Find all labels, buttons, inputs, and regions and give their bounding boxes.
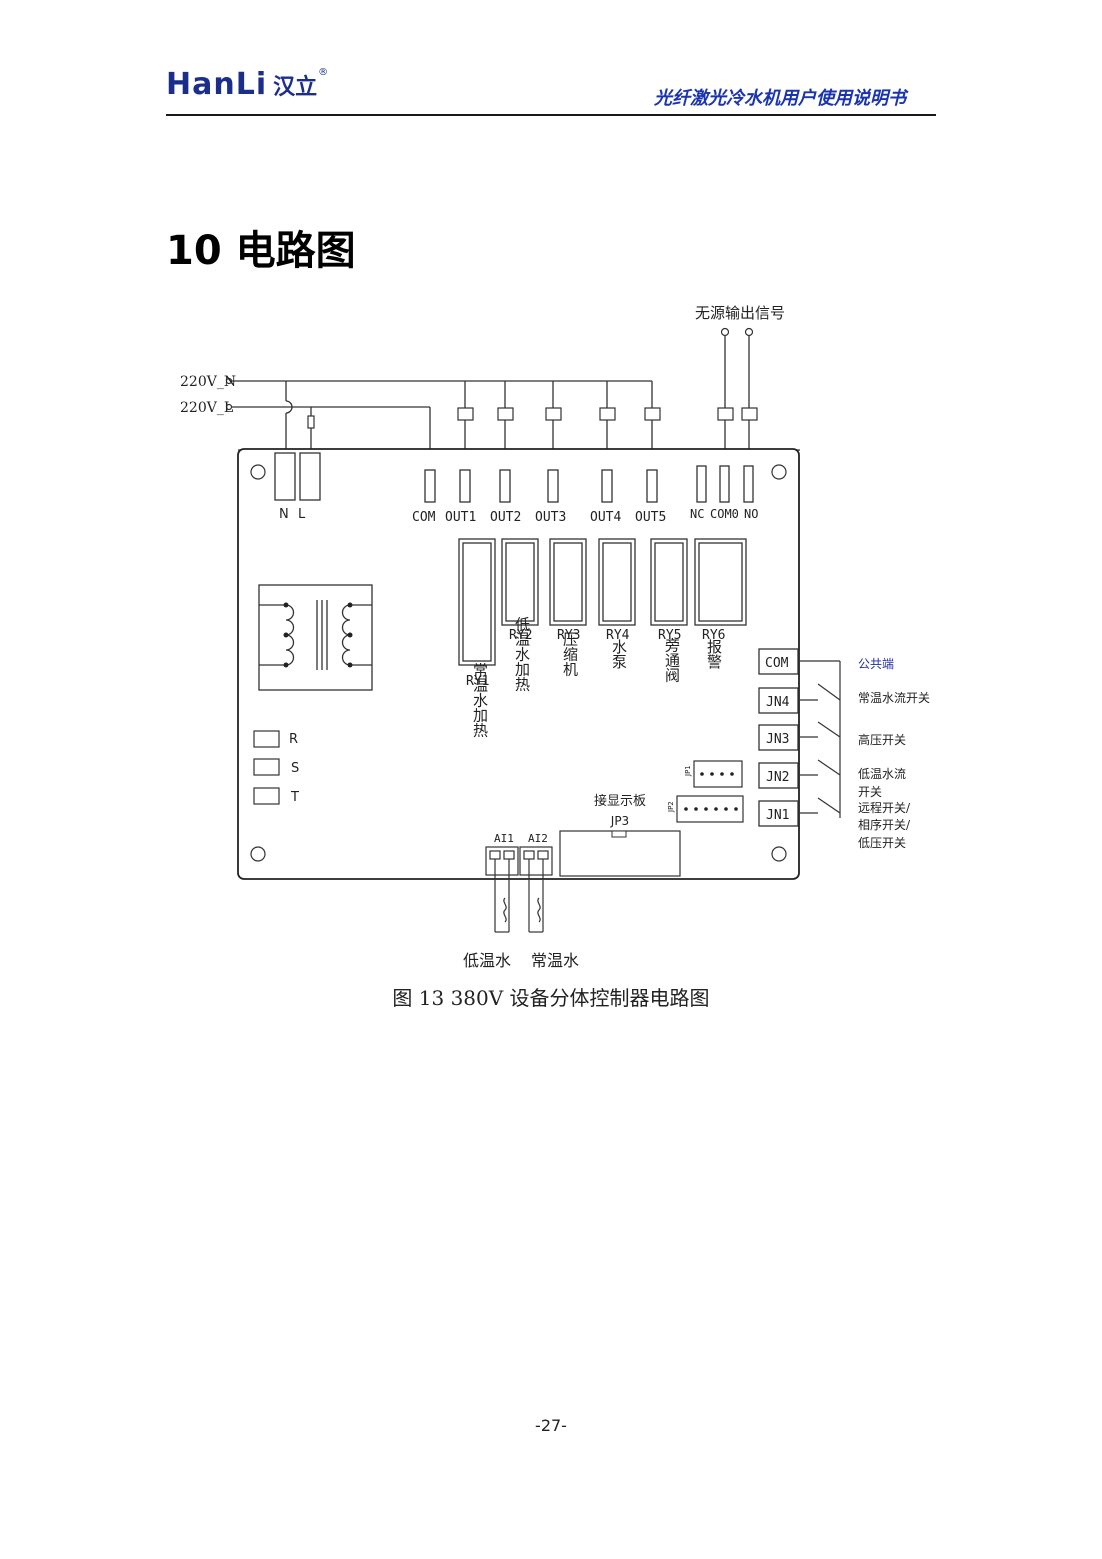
mounting-holes xyxy=(250,464,787,862)
phase-s-label: S xyxy=(291,761,299,776)
power-terminal-blocks xyxy=(274,452,321,501)
jp1-label: JP1 xyxy=(684,765,692,777)
registered-mark: ® xyxy=(318,67,329,78)
relay-ry1-function: 常温水加热 xyxy=(471,663,489,738)
transformer-dots xyxy=(283,602,353,668)
terminal-com-label: COM xyxy=(412,510,436,525)
logo-text-cn: 汉立 xyxy=(273,74,318,100)
logo-text-en: HanLi xyxy=(166,67,268,102)
jn2-function-line2: 开关 xyxy=(858,785,882,799)
document-title: 光纤激光冷水机用户使用说明书 xyxy=(654,88,906,109)
relay-ry2-label: RY2 xyxy=(509,628,532,643)
jn2-label: JN2 xyxy=(766,770,789,785)
sensor-low-temp-label: 低温水 xyxy=(463,951,511,970)
transformer-symbol xyxy=(258,584,373,691)
relay-ry3-function: 压缩机 xyxy=(561,632,579,678)
phase-indicators xyxy=(253,730,280,805)
ai-connectors xyxy=(485,846,553,876)
page-header: HanLi 汉立 ® 光纤激光冷水机用户使用说明书 xyxy=(166,64,936,116)
jp2-label: JP2 xyxy=(667,801,675,813)
supply-l-label: 220V_L xyxy=(180,400,233,416)
relay-ry4-function: 水泵 xyxy=(610,639,628,669)
relay-ry2-function: 低温水加热 xyxy=(513,617,531,692)
figure-caption: 图 13 380V 设备分体控制器电路图 xyxy=(392,986,710,1010)
output-terminal-blocks xyxy=(424,465,754,503)
jn-com-label: COM xyxy=(765,656,789,671)
fuse-and-load-boxes xyxy=(307,407,758,429)
sensor-probes xyxy=(494,859,544,933)
terminal-out3-label: OUT3 xyxy=(535,510,566,525)
section-title: 10 电路图 xyxy=(166,228,356,274)
jn1-function-line3: 低压开关 xyxy=(858,836,906,850)
hanli-logo: HanLi 汉立 ® xyxy=(166,67,329,102)
jn4-label: JN4 xyxy=(766,695,790,710)
terminal-out1-label: OUT1 xyxy=(445,510,476,525)
terminal-com0-label: COM0 xyxy=(710,507,739,521)
jn2-function-line1: 低温水流 xyxy=(858,767,906,781)
phase-r-label: R xyxy=(289,732,298,747)
page-number: -27- xyxy=(535,1416,567,1435)
jn3-label: JN3 xyxy=(766,732,789,747)
relay-ry3-label: RY3 xyxy=(557,628,580,643)
jp3-key xyxy=(611,830,627,838)
relay-ry6-function: 报警 xyxy=(705,639,723,670)
relays xyxy=(458,538,747,666)
jn1-function-line2: 相序开关/ xyxy=(858,817,911,832)
terminal-no-label: NO xyxy=(744,507,758,521)
relay-ry1-label: RY1 xyxy=(466,674,489,689)
jp2-connector xyxy=(676,795,744,823)
jp1-connector xyxy=(693,760,743,788)
relay-ry5-function: 旁通阀 xyxy=(663,638,681,684)
terminal-nc-label: NC xyxy=(690,507,704,521)
passive-output-label: 无源输出信号 xyxy=(695,304,785,322)
sensor-normal-temp-label: 常温水 xyxy=(531,951,579,970)
jn-terminal-blocks xyxy=(758,648,799,827)
jn4-function: 常温水流开关 xyxy=(858,691,930,705)
terminal-n-label: N xyxy=(279,507,289,522)
terminal-out2-label: OUT2 xyxy=(490,510,521,525)
terminal-out5-label: OUT5 xyxy=(635,510,666,525)
jn1-function-line1: 远程开关/ xyxy=(858,800,911,815)
relay-ry5-label: RY5 xyxy=(658,628,681,643)
display-board-label: 接显示板 xyxy=(594,793,646,809)
ai2-label: AI2 xyxy=(528,832,548,845)
jn1-label: JN1 xyxy=(766,808,789,823)
relay-ry4-label: RY4 xyxy=(606,628,630,643)
relay-ry6-label: RY6 xyxy=(702,628,725,643)
ai1-label: AI1 xyxy=(494,832,514,845)
jp3-label: JP3 xyxy=(610,814,629,828)
jn-switch-wiring xyxy=(798,660,841,818)
supply-n-label: 220V_N xyxy=(180,374,236,390)
supply-terminals xyxy=(225,327,754,411)
jn-com-function: 公共端 xyxy=(858,657,894,671)
phase-t-label: T xyxy=(290,790,299,805)
jp3-connector xyxy=(559,830,681,877)
jn3-function: 高压开关 xyxy=(858,732,906,747)
terminal-out4-label: OUT4 xyxy=(590,510,621,525)
terminal-l-label: L xyxy=(298,507,306,522)
